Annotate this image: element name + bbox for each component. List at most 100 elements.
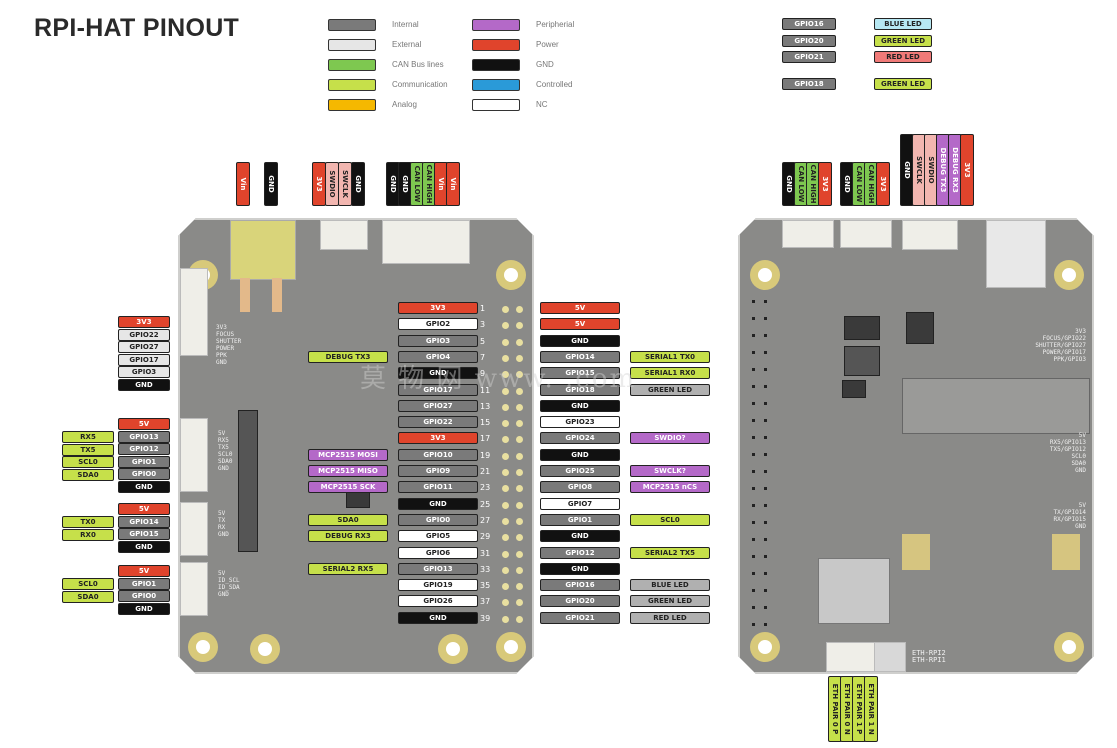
header-even-pin: GPIO1 — [540, 513, 620, 526]
header-odd-pin: GPIO22 — [398, 416, 478, 429]
top-debug-pin-label: SWCLK — [338, 162, 352, 206]
header-pin-number: 29 — [480, 532, 491, 542]
vertical-pill-label: DEBUG RX3 — [951, 147, 959, 193]
led-name-pill: GREEN LED — [874, 78, 932, 90]
header-odd-pin: 3V3 — [398, 302, 478, 314]
header-pin-dot — [502, 436, 509, 443]
header-pin-dot — [516, 306, 523, 313]
vertical-pill-label: GND — [267, 175, 275, 193]
header-odd-pin: GND — [398, 497, 478, 510]
header-function-right: SERIAL2 TX5 — [630, 546, 710, 559]
vertical-pill-label: 3V3 — [879, 176, 887, 192]
legend-item: GND — [472, 59, 622, 71]
header-pin-dot — [516, 371, 523, 378]
led-name-pill: BLUE LED — [874, 18, 932, 30]
chip — [906, 312, 934, 344]
vertical-pill-label: CAN LOW — [855, 165, 863, 203]
vertical-pill-label: ETH PAIR 0 P — [831, 683, 839, 735]
header-odd-pin: 3V3 — [398, 432, 478, 445]
header-pin-dot — [502, 420, 509, 427]
header-even-pin: GPIO24 — [540, 432, 620, 445]
legend-swatch — [472, 59, 520, 71]
header-function-right: GREEN LED — [630, 383, 710, 396]
serial1-pin: 5V — [118, 503, 170, 515]
header-odd-pin: GPIO0 — [398, 513, 478, 526]
header-odd-pin: GND — [398, 367, 478, 380]
header-pin-number: 7 — [480, 352, 486, 362]
header-pin-number: 17 — [480, 434, 491, 444]
c-connector-pin: GPIO27 — [118, 341, 170, 353]
debug-connector — [320, 220, 368, 250]
header-even-pin: GPIO12 — [540, 546, 620, 559]
c-connector-pin: GPIO22 — [118, 328, 170, 341]
header-pin-number: 33 — [480, 564, 491, 574]
header-even-pin: GND — [540, 562, 620, 575]
header-pin-number: 23 — [480, 483, 491, 493]
header-row — [764, 300, 767, 640]
serial2-function: RX5 — [62, 431, 114, 443]
mounting-hole — [1054, 632, 1084, 662]
legend-item: Internal — [328, 19, 478, 31]
header-pin-dot — [502, 388, 509, 395]
header-pin-number: 13 — [480, 401, 491, 411]
silk-c-labels: 3V3 FOCUS SHUTTER POWER PPK GND — [216, 324, 242, 366]
mounting-hole — [1054, 260, 1084, 290]
header-pin-dot — [516, 616, 523, 623]
vertical-pill-label: CAN HIGH — [867, 164, 875, 204]
header-even-pin: GPIO23 — [540, 416, 620, 429]
serial2-function: SDA0 — [62, 468, 114, 481]
header-function-right: GREEN LED — [630, 595, 710, 608]
header-even-pin: GPIO7 — [540, 497, 620, 510]
header-pin-number: 39 — [480, 613, 491, 623]
header-row — [752, 300, 755, 640]
eth-pin-label: ETH PAIR 1 N — [864, 676, 878, 742]
header-even-pin: GPIO21 — [540, 611, 620, 624]
header-pin-dot — [516, 355, 523, 362]
top-power-pin-label: Vin — [236, 162, 250, 206]
vertical-pill-label: CAN HIGH — [809, 164, 817, 204]
header-pin-dot — [502, 502, 509, 509]
header-function-right: SWCLK? — [630, 465, 710, 477]
serial2-pin: 5V — [118, 418, 170, 430]
header-pin-dot — [502, 534, 509, 541]
led-gpio-pill: GPIO20 — [782, 35, 836, 47]
header-odd-pin: GPIO13 — [398, 562, 478, 575]
header-pin-dot — [516, 453, 523, 460]
header-pin-dot — [502, 583, 509, 590]
legend-item: External — [328, 39, 478, 51]
vertical-pill-label: SWCLK — [915, 156, 923, 184]
legend-label: GND — [536, 60, 554, 69]
silk-right-block1: 3V3 FOCUS/GPIO22 SHUTTER/GPIO27 POWER/GP… — [1035, 328, 1086, 363]
header-pin-number: 1 — [480, 304, 486, 313]
top-can-pin-label: Vin — [446, 162, 460, 206]
serial1-pin: GND — [118, 540, 170, 553]
mounting-hole — [496, 632, 526, 662]
header-odd-pin: GPIO4 — [398, 350, 478, 363]
vertical-pill-label: SWDIO — [328, 170, 336, 198]
vertical-pill-label: GND — [354, 175, 362, 193]
header-odd-pin: GPIO9 — [398, 465, 478, 477]
header-pin-dot — [516, 485, 523, 492]
header-function-right: SERIAL1 RX0 — [630, 367, 710, 380]
legend-label: Controlled — [536, 80, 573, 89]
header-even-pin: GND — [540, 448, 620, 461]
c-connector-pin: GND — [118, 378, 170, 391]
header-pin-dot — [502, 469, 509, 476]
vertical-pill-label: ETH PAIR 0 N — [843, 683, 851, 735]
i2c-pin: GPIO1 — [118, 577, 170, 590]
mounting-hole — [250, 634, 280, 664]
header-pin-dot — [502, 306, 509, 313]
can-connector — [382, 220, 470, 264]
header-odd-pin: GPIO26 — [398, 595, 478, 608]
header-pin-dot — [502, 355, 509, 362]
legend-item: Communication — [328, 79, 478, 91]
header-even-pin: GPIO16 — [540, 579, 620, 592]
c-connector — [180, 268, 208, 356]
header-function-left: SERIAL2 RX5 — [308, 562, 388, 575]
led-gpio-pill: GPIO16 — [782, 18, 836, 30]
legend-label: Internal — [392, 20, 419, 29]
serial2-pin: GPIO13 — [118, 430, 170, 443]
legend-label: External — [392, 40, 422, 49]
header-pin-number: 19 — [480, 450, 491, 460]
c-connector-pin: GPIO3 — [118, 366, 170, 378]
